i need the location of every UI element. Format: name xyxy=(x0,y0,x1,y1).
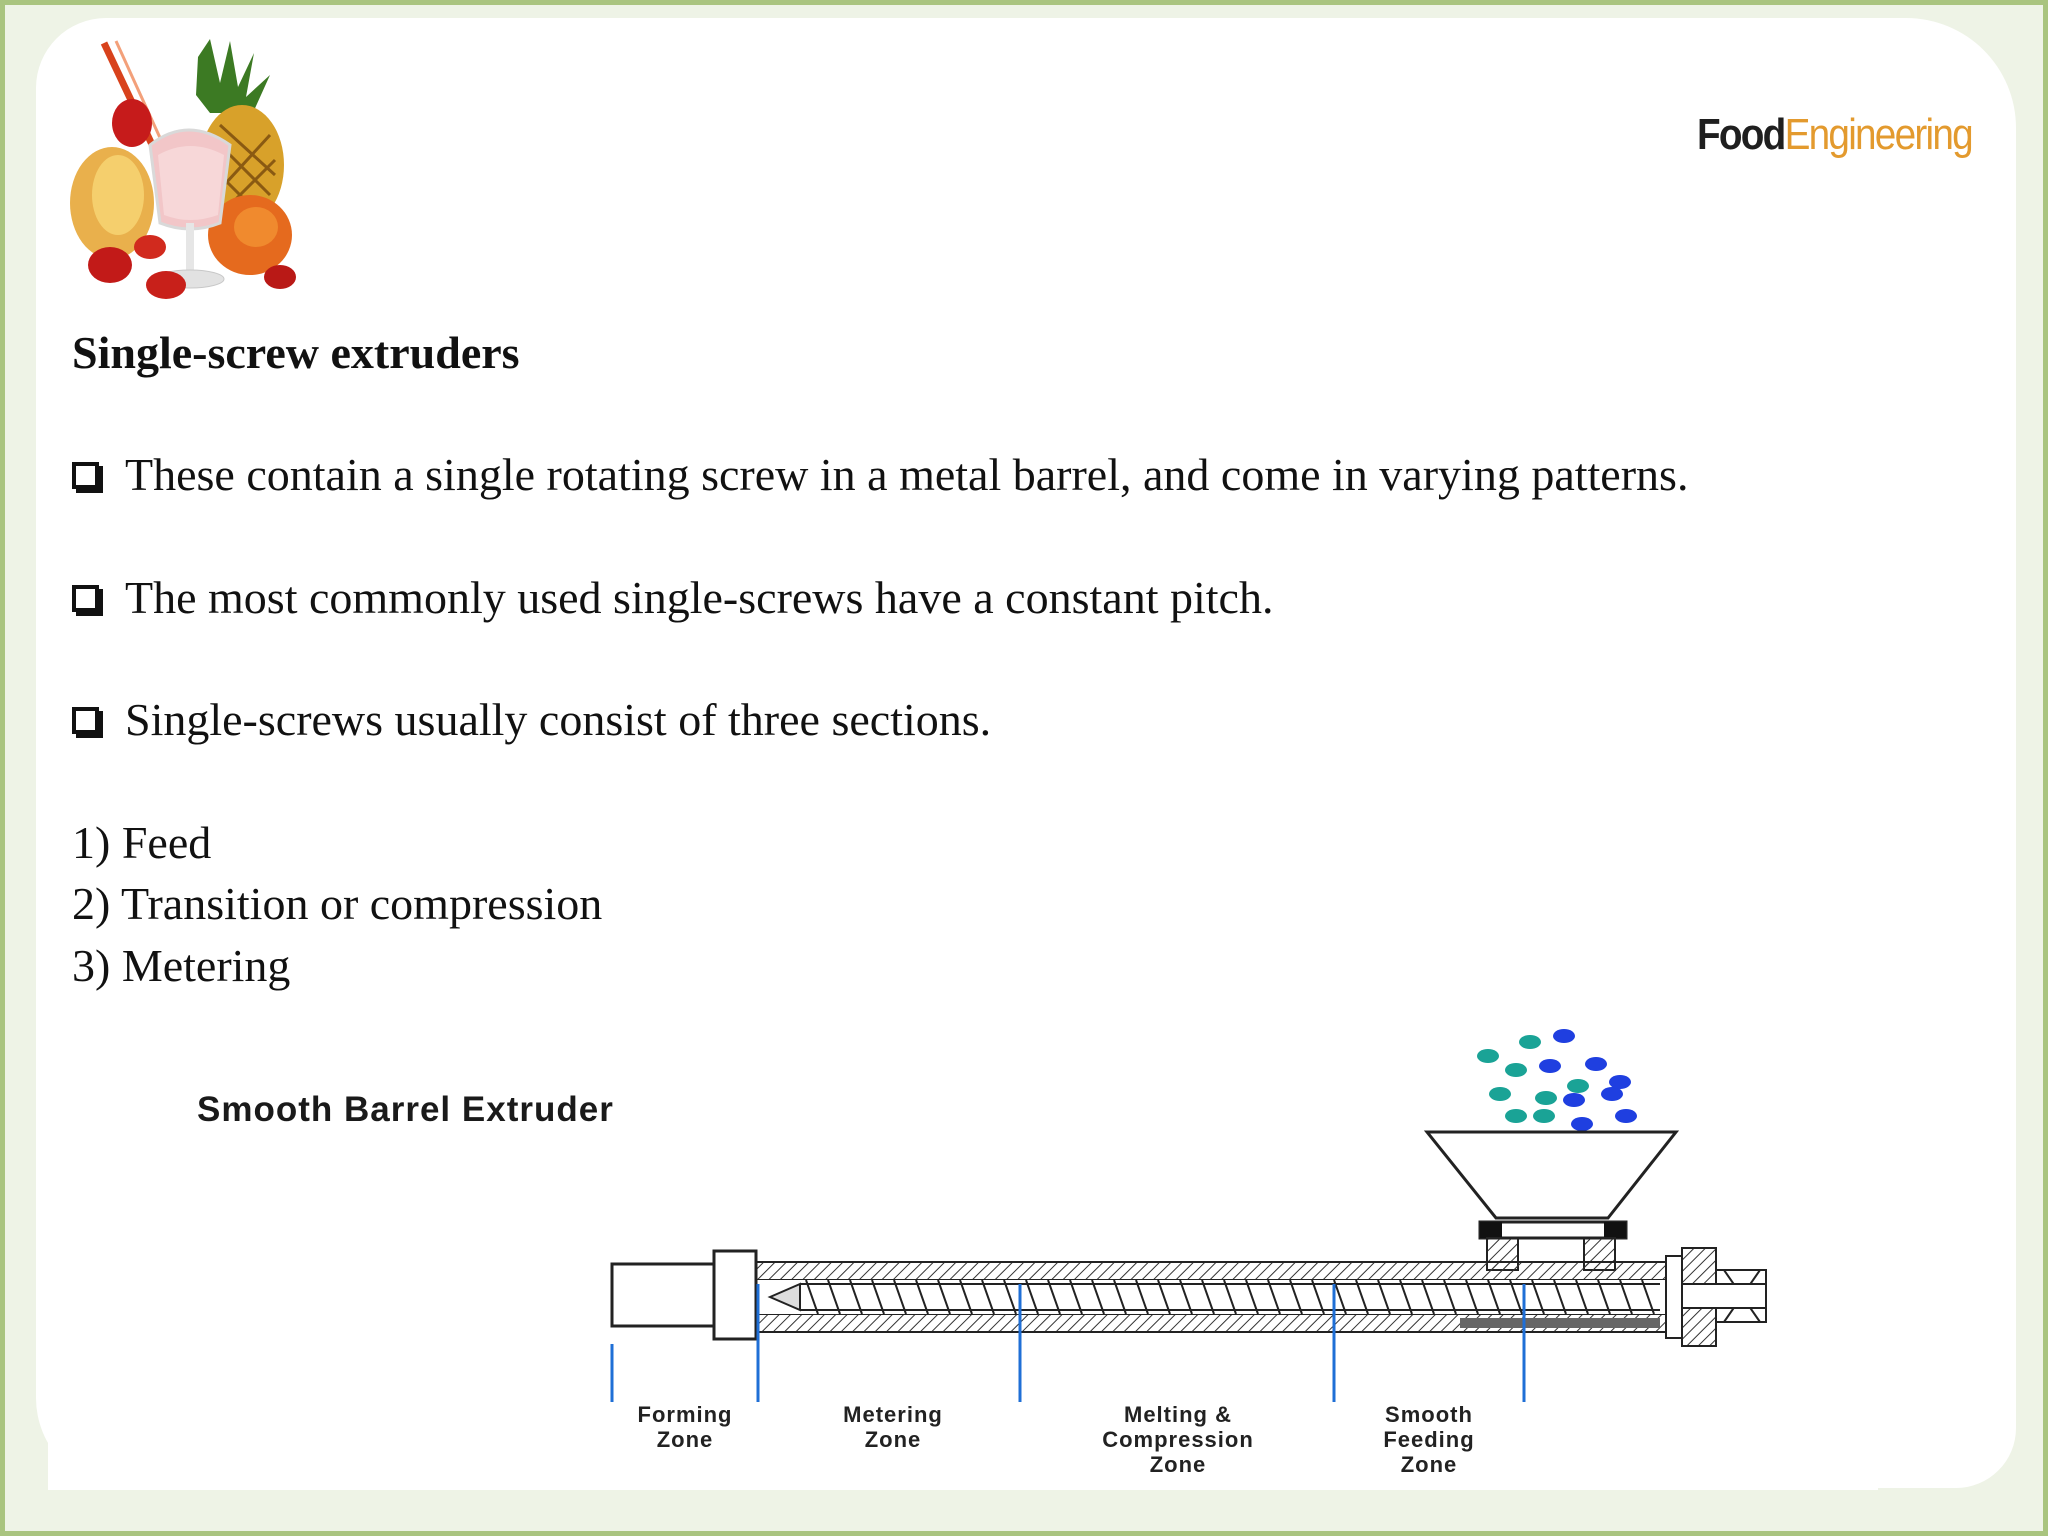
checkbox-bullet-icon xyxy=(72,461,99,489)
food-engineering-logo: FoodEngineering xyxy=(1697,110,1974,159)
bullet-text: The most commonly used single-screws hav… xyxy=(125,572,1274,623)
bullet-item: The most commonly used single-screws hav… xyxy=(72,571,1273,624)
pellets xyxy=(1477,1035,1589,1123)
bullet-item: These contain a single rotating screw in… xyxy=(72,448,1688,501)
diagram-title: Smooth Barrel Extruder xyxy=(197,1090,614,1129)
bullet-text: These contain a single rotating screw in… xyxy=(125,449,1689,500)
section-item: 1) Feed xyxy=(72,817,212,868)
fruit-smoothie-image xyxy=(70,39,296,299)
zone-divider-lines xyxy=(610,1284,1526,1402)
bullet-text: Single-screws usually consist of three s… xyxy=(125,694,992,745)
extruder-diagram xyxy=(610,1029,1767,1402)
section-item: 3) Metering xyxy=(72,940,291,991)
checkbox-bullet-icon xyxy=(72,584,99,612)
slide-panel xyxy=(36,18,2016,1488)
bullet-item: Single-screws usually consist of three s… xyxy=(72,693,991,746)
screw-flights xyxy=(805,1279,1655,1315)
checkbox-bullet-icon xyxy=(72,706,99,734)
section-item: 2) Transition or compression xyxy=(72,878,603,929)
slide-title: Single-screw extruders xyxy=(72,327,520,378)
pellets-blue xyxy=(1539,1029,1637,1131)
